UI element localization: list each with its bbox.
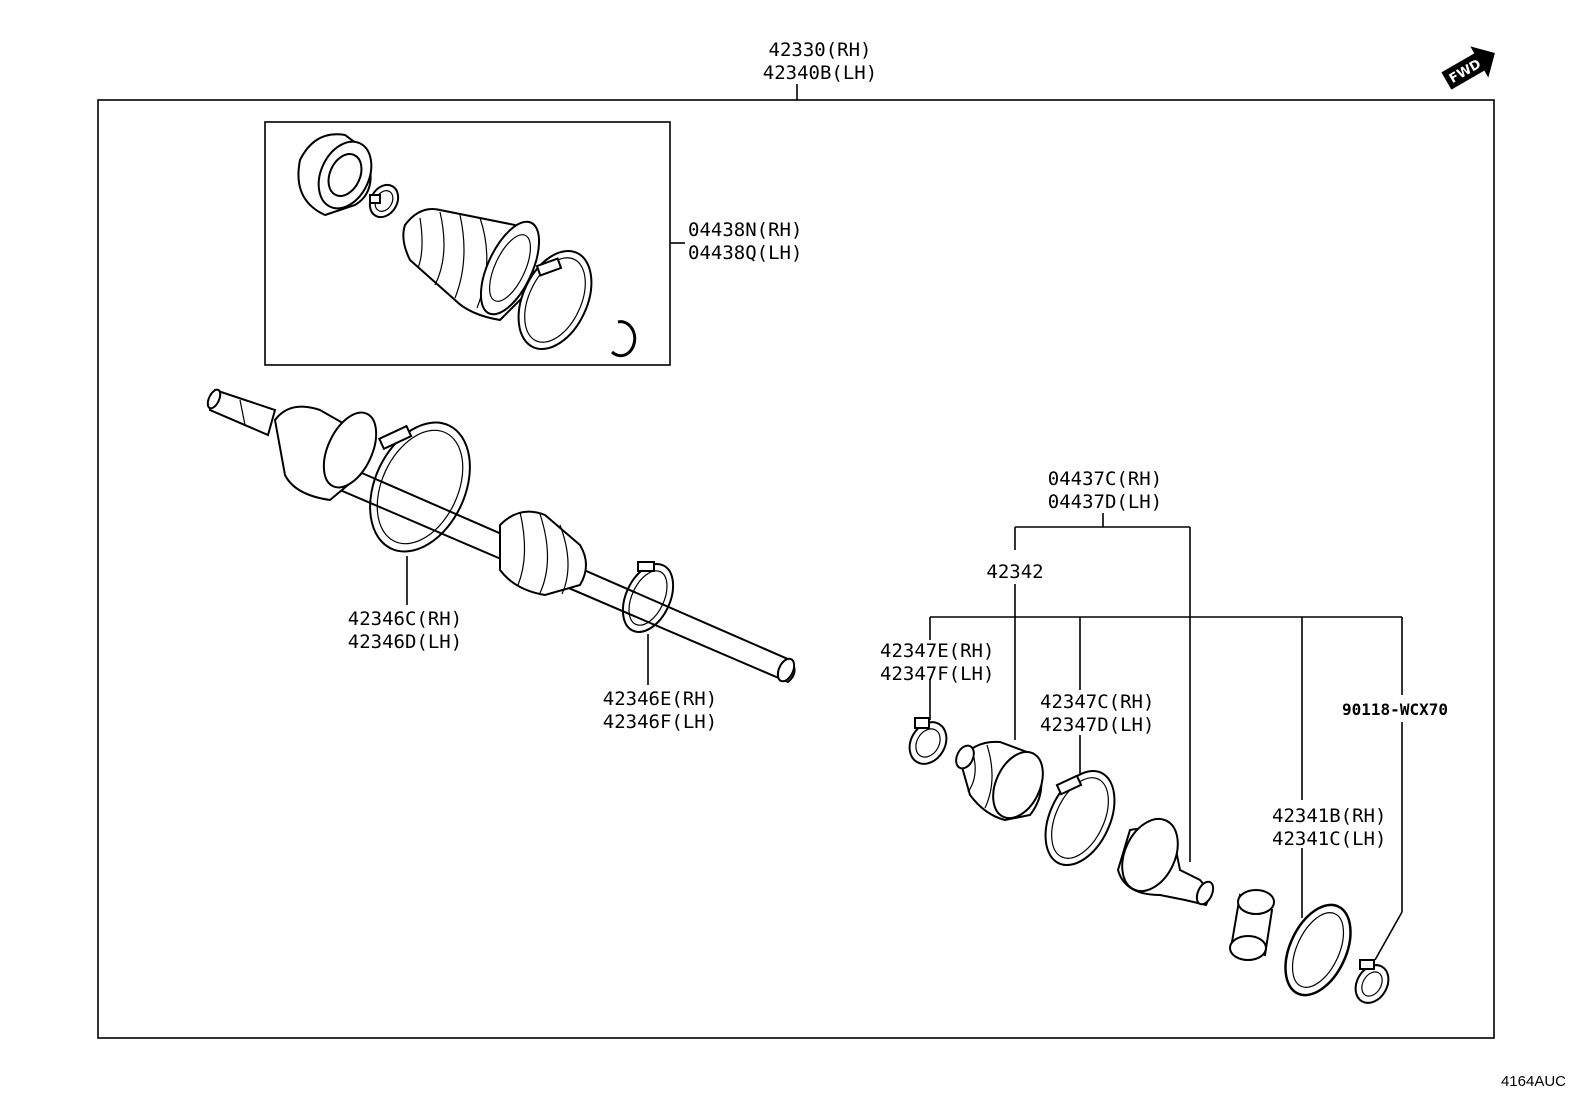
figure-code: 4164AUC: [1501, 1073, 1566, 1090]
callout-inner-boot-line-1: 42342: [986, 561, 1043, 583]
callout-dust-seal-line-2: 42341C(LH): [1272, 828, 1386, 850]
inner-snap-ring: [1354, 959, 1390, 1004]
callout-axle-line-1: 42330(RH): [769, 39, 872, 61]
callout-outer-small-band-line-2: 42346F(LH): [603, 711, 717, 733]
callout-outer-boot-band-line-2: 42346D(LH): [348, 631, 462, 653]
callout-inner-large-clamp-line-2: 42347D(LH): [1040, 714, 1154, 736]
callout-snap-ring: 90118-WCX70: [1342, 700, 1448, 719]
inner-joint-housing: [1116, 817, 1215, 907]
callout-inner-boot-kit-line-2: 04437D(LH): [1048, 491, 1162, 513]
inner-small-clamp: [908, 717, 948, 765]
callout-outer-small-band-line-1: 42346E(RH): [603, 688, 717, 710]
callout-inner-large-clamp-line-1: 42347C(RH): [1040, 691, 1154, 713]
callout-inner-small-clamp-line-2: 42347F(LH): [880, 663, 994, 685]
callout-outer-boot-band: 42346C(RH) 42346D(LH): [348, 556, 462, 653]
callout-inner-boot-kit-line-1: 04437C(RH): [1048, 468, 1162, 490]
fwd-arrow-icon: FWD: [1441, 46, 1495, 90]
inner-boot: [955, 740, 1044, 822]
callout-snap-ring-line-1: 90118-WCX70: [1342, 700, 1448, 719]
inner-bearing-cup: [1229, 889, 1275, 961]
callout-inner-boot-kit: 04437C(RH) 04437D(LH): [1014, 468, 1191, 862]
callout-outer-boot-band-line-1: 42346C(RH): [348, 608, 462, 630]
callout-inner-small-clamp-line-1: 42347E(RH): [880, 640, 994, 662]
callout-outer-boot-kit: 04438N(RH) 04438Q(LH): [670, 219, 802, 264]
callout-outer-small-band: 42346E(RH) 42346F(LH): [603, 634, 717, 733]
shaft-boot: [499, 510, 587, 597]
boot-kit-large-band: [517, 249, 593, 351]
callout-outer-boot-kit-line-2: 04438Q(LH): [688, 242, 802, 264]
outer-joint-cup: [297, 133, 373, 217]
shaft-large-band: [369, 421, 471, 553]
callout-inner-boot: 42342: [986, 561, 1044, 740]
callout-axle: 42330(RH) 42340B(LH): [763, 39, 877, 100]
assembly-frame: [97, 99, 1495, 1039]
callout-inner-small-clamp: 42347E(RH) 42347F(LH): [880, 640, 994, 685]
boot-kit-snap-ring: [610, 320, 637, 358]
shaft-small-band: [621, 561, 675, 633]
callout-dust-seal-line-1: 42341B(RH): [1272, 805, 1386, 827]
boot-kit-small-clamp: [368, 183, 400, 219]
callout-dust-seal: 42341B(RH) 42341C(LH): [1272, 805, 1386, 850]
inner-large-clamp: [1044, 769, 1116, 867]
callout-axle-line-2: 42340B(LH): [763, 62, 877, 84]
inner-dust-seal: [1284, 903, 1352, 997]
callout-outer-boot-kit-line-1: 04438N(RH): [688, 219, 802, 241]
callout-inner-large-clamp: 42347C(RH) 42347D(LH): [1040, 691, 1154, 736]
